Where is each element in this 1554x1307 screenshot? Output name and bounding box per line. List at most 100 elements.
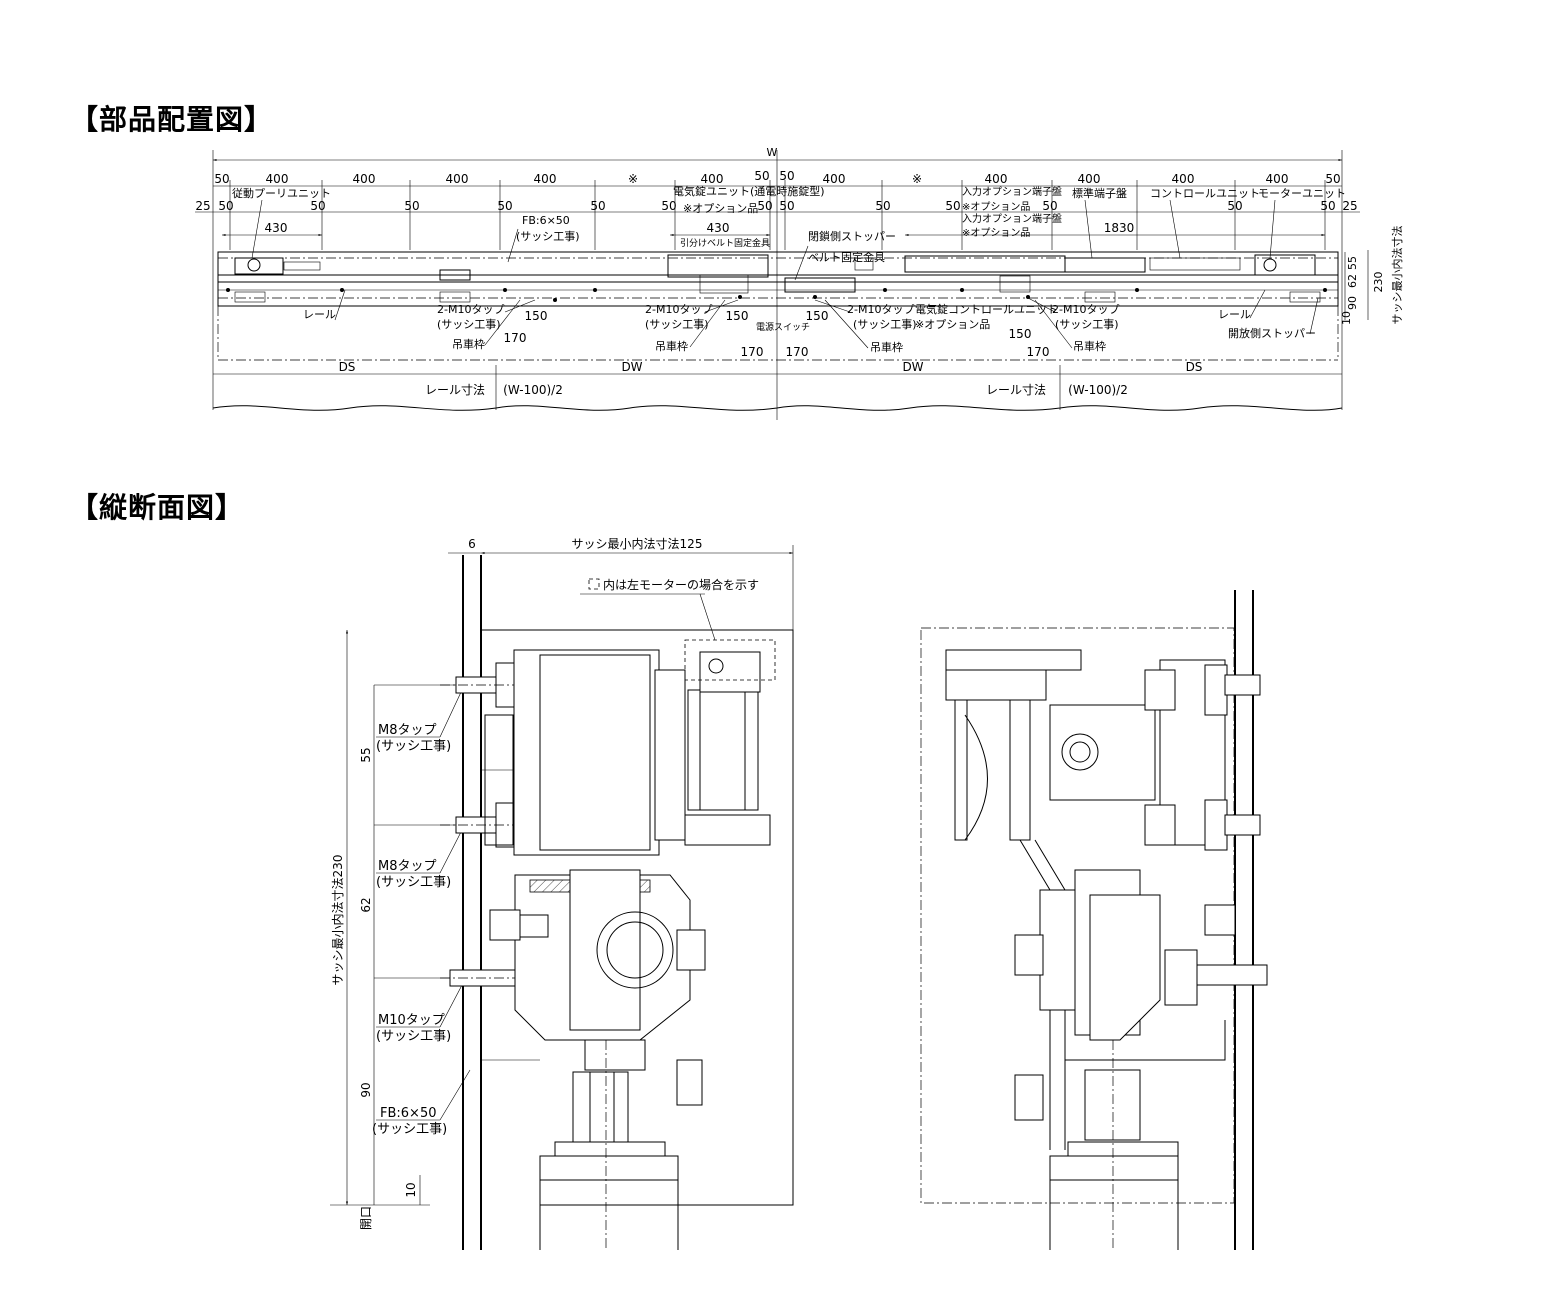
svg-text:230: 230 (1372, 272, 1385, 293)
svg-text:従動プーリユニット: 従動プーリユニット (232, 186, 331, 200)
svg-text:55: 55 (359, 747, 373, 762)
dim-1830: 1830 (1104, 221, 1135, 235)
upper-callouts: 従動プーリユニット FB:6×50 (サッシ工事) 電気錠ユニット(通電時施錠型… (232, 184, 1346, 281)
svg-text:閉鎖側ストッパー: 閉鎖側ストッパー (808, 229, 896, 243)
svg-text:50: 50 (497, 199, 512, 213)
svg-text:150: 150 (806, 309, 829, 323)
dim-430-right: 430 (707, 221, 730, 235)
lower-callouts: レール 2-M10タップ (サッシ工事) 吊車枠 150 170 2-M10タッ… (303, 289, 1319, 359)
svg-text:(W-100)/2: (W-100)/2 (503, 383, 563, 397)
svg-text:レール寸法: レール寸法 (986, 383, 1046, 397)
svg-text:150: 150 (525, 309, 548, 323)
svg-text:62: 62 (1346, 274, 1359, 288)
svg-text:25: 25 (195, 199, 210, 213)
svg-text:50: 50 (404, 199, 419, 213)
svg-text:50: 50 (218, 199, 233, 213)
section-diagram-title: 【縦断面図】 (70, 491, 245, 524)
svg-text:(サッシ工事): (サッシ工事) (1055, 318, 1119, 331)
dim-430-left: 430 (265, 221, 288, 235)
svg-text:レール: レール (303, 308, 336, 321)
svg-text:電源スイッチ: 電源スイッチ (756, 322, 810, 333)
section-diagram-left: 6 サッシ最小内法寸法125 内は左モーターの場合を示す サッシ最小内法寸法23… (330, 537, 794, 1250)
svg-text:M8タップ: M8タップ (378, 859, 437, 874)
svg-text:開放側ストッパー: 開放側ストッパー (1228, 326, 1316, 340)
min-inner-dimension-label: サッシ最小内法寸法 (1390, 226, 1404, 325)
svg-text:2-M10タップ: 2-M10タップ (847, 303, 914, 316)
svg-text:50: 50 (779, 169, 794, 183)
svg-text:400: 400 (823, 172, 846, 186)
svg-text:レール: レール (1218, 308, 1251, 321)
svg-text:62: 62 (359, 897, 373, 912)
svg-text:50: 50 (590, 199, 605, 213)
svg-text:※オプション品: ※オプション品 (683, 202, 758, 215)
svg-text:50: 50 (1325, 172, 1340, 186)
svg-text:2-M10タップ: 2-M10タップ (645, 303, 712, 316)
svg-text:M8タップ: M8タップ (378, 723, 437, 738)
svg-text:50: 50 (214, 172, 229, 186)
bottom-dimensions: DS DW DW DS レール寸法 (W-100)/2 レール寸法 (W-100… (339, 360, 1203, 397)
svg-text:2-M10タップ: 2-M10タップ (1052, 303, 1119, 316)
svg-text:50: 50 (310, 199, 325, 213)
svg-text:吊車枠: 吊車枠 (870, 340, 903, 354)
svg-text:引分けベルト固定金具: 引分けベルト固定金具 (680, 237, 770, 249)
svg-text:DS: DS (339, 360, 356, 374)
dims-row-1: 50 400 400 400 400 ※ 400 50 50 400 ※ 400… (214, 169, 1340, 186)
svg-text:90: 90 (359, 1082, 373, 1097)
svg-text:入力オプション端子盤: 入力オプション端子盤 (962, 185, 1062, 198)
svg-text:※オプション品: ※オプション品 (915, 318, 990, 331)
svg-text:50: 50 (945, 199, 960, 213)
svg-text:入力オプション端子盤: 入力オプション端子盤 (962, 212, 1062, 225)
svg-text:(W-100)/2: (W-100)/2 (1068, 383, 1128, 397)
svg-text:吊車枠: 吊車枠 (1073, 339, 1106, 353)
svg-text:2-M10タップ: 2-M10タップ (437, 303, 504, 316)
svg-text:M10タップ: M10タップ (378, 1013, 445, 1028)
svg-text:6: 6 (468, 537, 476, 551)
svg-text:170: 170 (786, 345, 809, 359)
svg-text:10: 10 (404, 1182, 418, 1197)
svg-text:400: 400 (1172, 172, 1195, 186)
svg-text:(サッシ工事): (サッシ工事) (645, 318, 709, 331)
svg-text:FB:6×50: FB:6×50 (380, 1106, 436, 1121)
layout-diagram-title: 【部品配置図】 (70, 103, 274, 136)
svg-text:※: ※ (912, 172, 922, 186)
svg-text:(サッシ工事): (サッシ工事) (372, 1122, 447, 1137)
svg-text:サッシ最小内法寸法125: サッシ最小内法寸法125 (572, 537, 703, 551)
svg-text:ベルト固定金具: ベルト固定金具 (808, 250, 885, 264)
svg-text:電気錠ユニット(通電時施錠型): 電気錠ユニット(通電時施錠型) (673, 184, 825, 198)
svg-text:400: 400 (446, 172, 469, 186)
svg-text:50: 50 (1042, 199, 1057, 213)
svg-text:50: 50 (661, 199, 676, 213)
svg-text:400: 400 (1266, 172, 1289, 186)
svg-text:90: 90 (1346, 296, 1359, 310)
svg-text:※オプション品: ※オプション品 (962, 201, 1030, 213)
svg-text:25: 25 (1342, 199, 1357, 213)
svg-text:モーターユニット: モーターユニット (1258, 187, 1346, 200)
svg-text:※オプション品: ※オプション品 (962, 227, 1030, 239)
svg-text:(サッシ工事): (サッシ工事) (516, 230, 580, 243)
svg-text:150: 150 (1009, 327, 1032, 341)
svg-text:170: 170 (504, 331, 527, 345)
svg-text:170: 170 (1027, 345, 1050, 359)
svg-text:DW: DW (902, 360, 923, 374)
svg-text:コントロールユニット: コントロールユニット (1150, 187, 1260, 200)
svg-text:開口: 開口 (359, 1206, 373, 1230)
svg-text:400: 400 (985, 172, 1008, 186)
svg-text:10: 10 (1340, 311, 1353, 325)
svg-text:DW: DW (621, 360, 642, 374)
overall-width-label: W (767, 146, 778, 159)
svg-text:50: 50 (875, 199, 890, 213)
svg-text:内は左モーターの場合を示す: 内は左モーターの場合を示す (603, 577, 759, 592)
svg-text:50: 50 (754, 169, 769, 183)
section-diagram-right (920, 590, 1268, 1250)
svg-text:吊車枠: 吊車枠 (452, 337, 485, 351)
svg-text:400: 400 (1078, 172, 1101, 186)
svg-text:(サッシ工事): (サッシ工事) (853, 318, 917, 331)
svg-text:55: 55 (1346, 256, 1359, 270)
svg-text:(サッシ工事): (サッシ工事) (376, 875, 451, 890)
svg-text:(サッシ工事): (サッシ工事) (376, 739, 451, 754)
layout-diagram: W 50 400 400 400 400 ※ 400 50 50 400 ※ 4… (195, 146, 1404, 420)
svg-text:400: 400 (701, 172, 724, 186)
svg-text:50: 50 (757, 199, 772, 213)
svg-text:50: 50 (1320, 199, 1335, 213)
